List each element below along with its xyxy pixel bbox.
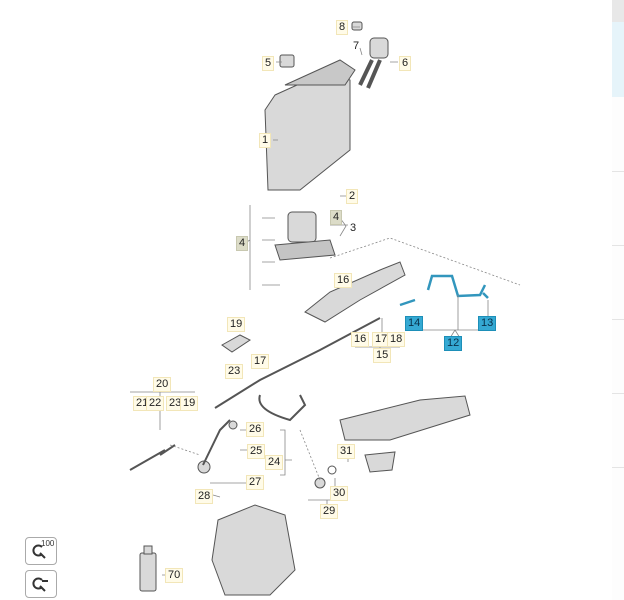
part-label-23[interactable]: 23 [225, 364, 244, 379]
part-label-19[interactable]: 19 [227, 317, 246, 332]
part-label-19b[interactable]: 19 [180, 396, 199, 411]
part-label-14[interactable]: 14 [405, 316, 424, 331]
tank-part [264, 69, 351, 191]
part-label-13[interactable]: 13 [478, 316, 497, 331]
part-label-8[interactable]: 8 [336, 20, 349, 35]
part-label-3[interactable]: 3 [350, 222, 357, 234]
part-label-70[interactable]: 70 [165, 568, 184, 583]
row-divider [612, 393, 624, 394]
part-label-30[interactable]: 30 [330, 486, 349, 501]
part-label-26[interactable]: 26 [246, 422, 265, 437]
part-label-17[interactable]: 17 [251, 354, 270, 369]
parts-list-header [612, 0, 624, 22]
part-label-5[interactable]: 5 [262, 56, 275, 71]
part-label-16b[interactable]: 16 [351, 332, 370, 347]
part-label-7[interactable]: 7 [353, 40, 360, 52]
part-label-16[interactable]: 16 [334, 273, 353, 288]
part-label-31[interactable]: 31 [337, 444, 356, 459]
row-divider [612, 245, 624, 246]
part-label-29[interactable]: 29 [320, 504, 339, 519]
zoom-out-icon [32, 577, 48, 592]
row-divider [612, 319, 624, 320]
part-label-17b[interactable]: 17 [372, 332, 391, 347]
parts-list-selected-row[interactable] [612, 22, 624, 97]
part-label-18[interactable]: 18 [387, 332, 406, 347]
valve-part [369, 37, 389, 59]
pipe-part-12 [399, 274, 489, 307]
sealant-part [139, 552, 157, 592]
parts-list-edge [612, 0, 624, 600]
particle-filter-part [211, 504, 296, 596]
part-label-2[interactable]: 2 [346, 189, 359, 204]
zoom-100-button[interactable]: 100 [25, 537, 57, 565]
zoom-icon [32, 544, 46, 559]
part-label-24[interactable]: 24 [265, 455, 284, 470]
part-label-25[interactable]: 25 [247, 444, 266, 459]
part-label-15[interactable]: 15 [373, 348, 392, 363]
part-label-1[interactable]: 1 [259, 133, 272, 148]
part-label-4[interactable]: 4 [236, 236, 249, 251]
part-label-12[interactable]: 12 [444, 336, 463, 351]
part-label-27[interactable]: 27 [246, 475, 265, 490]
cap-part [279, 54, 295, 68]
bracket-part [304, 261, 406, 323]
part-label-6[interactable]: 6 [399, 56, 412, 71]
pump-part [287, 211, 317, 243]
converter-part [339, 395, 471, 441]
row-divider [612, 171, 624, 172]
row-divider [612, 467, 624, 468]
zoom-out-button[interactable] [25, 570, 57, 598]
zoom-100-label: 100 [41, 539, 55, 548]
part-label-22[interactable]: 22 [146, 396, 165, 411]
part-label-28[interactable]: 28 [195, 489, 214, 504]
part-label-4-group[interactable]: 4 [330, 210, 343, 225]
part-label-20[interactable]: 20 [153, 377, 172, 392]
